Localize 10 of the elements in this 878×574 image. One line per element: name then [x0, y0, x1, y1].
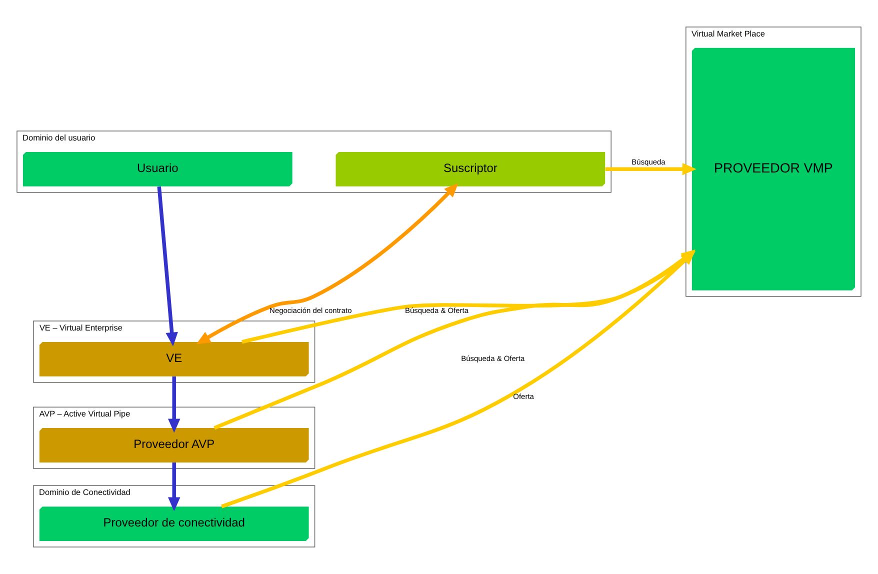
edge-label: Oferta	[513, 392, 534, 401]
edge-label: Negociación del contrato	[270, 306, 352, 315]
arrow	[196, 183, 458, 344]
arrow	[605, 163, 696, 176]
edge-label: Búsqueda & Oferta	[404, 306, 469, 315]
edge-label: Búsqueda	[632, 158, 666, 167]
arrow	[157, 186, 178, 346]
arrow	[168, 376, 180, 433]
arrow	[168, 462, 180, 512]
edge-label: Búsqueda & Oferta	[461, 354, 525, 364]
